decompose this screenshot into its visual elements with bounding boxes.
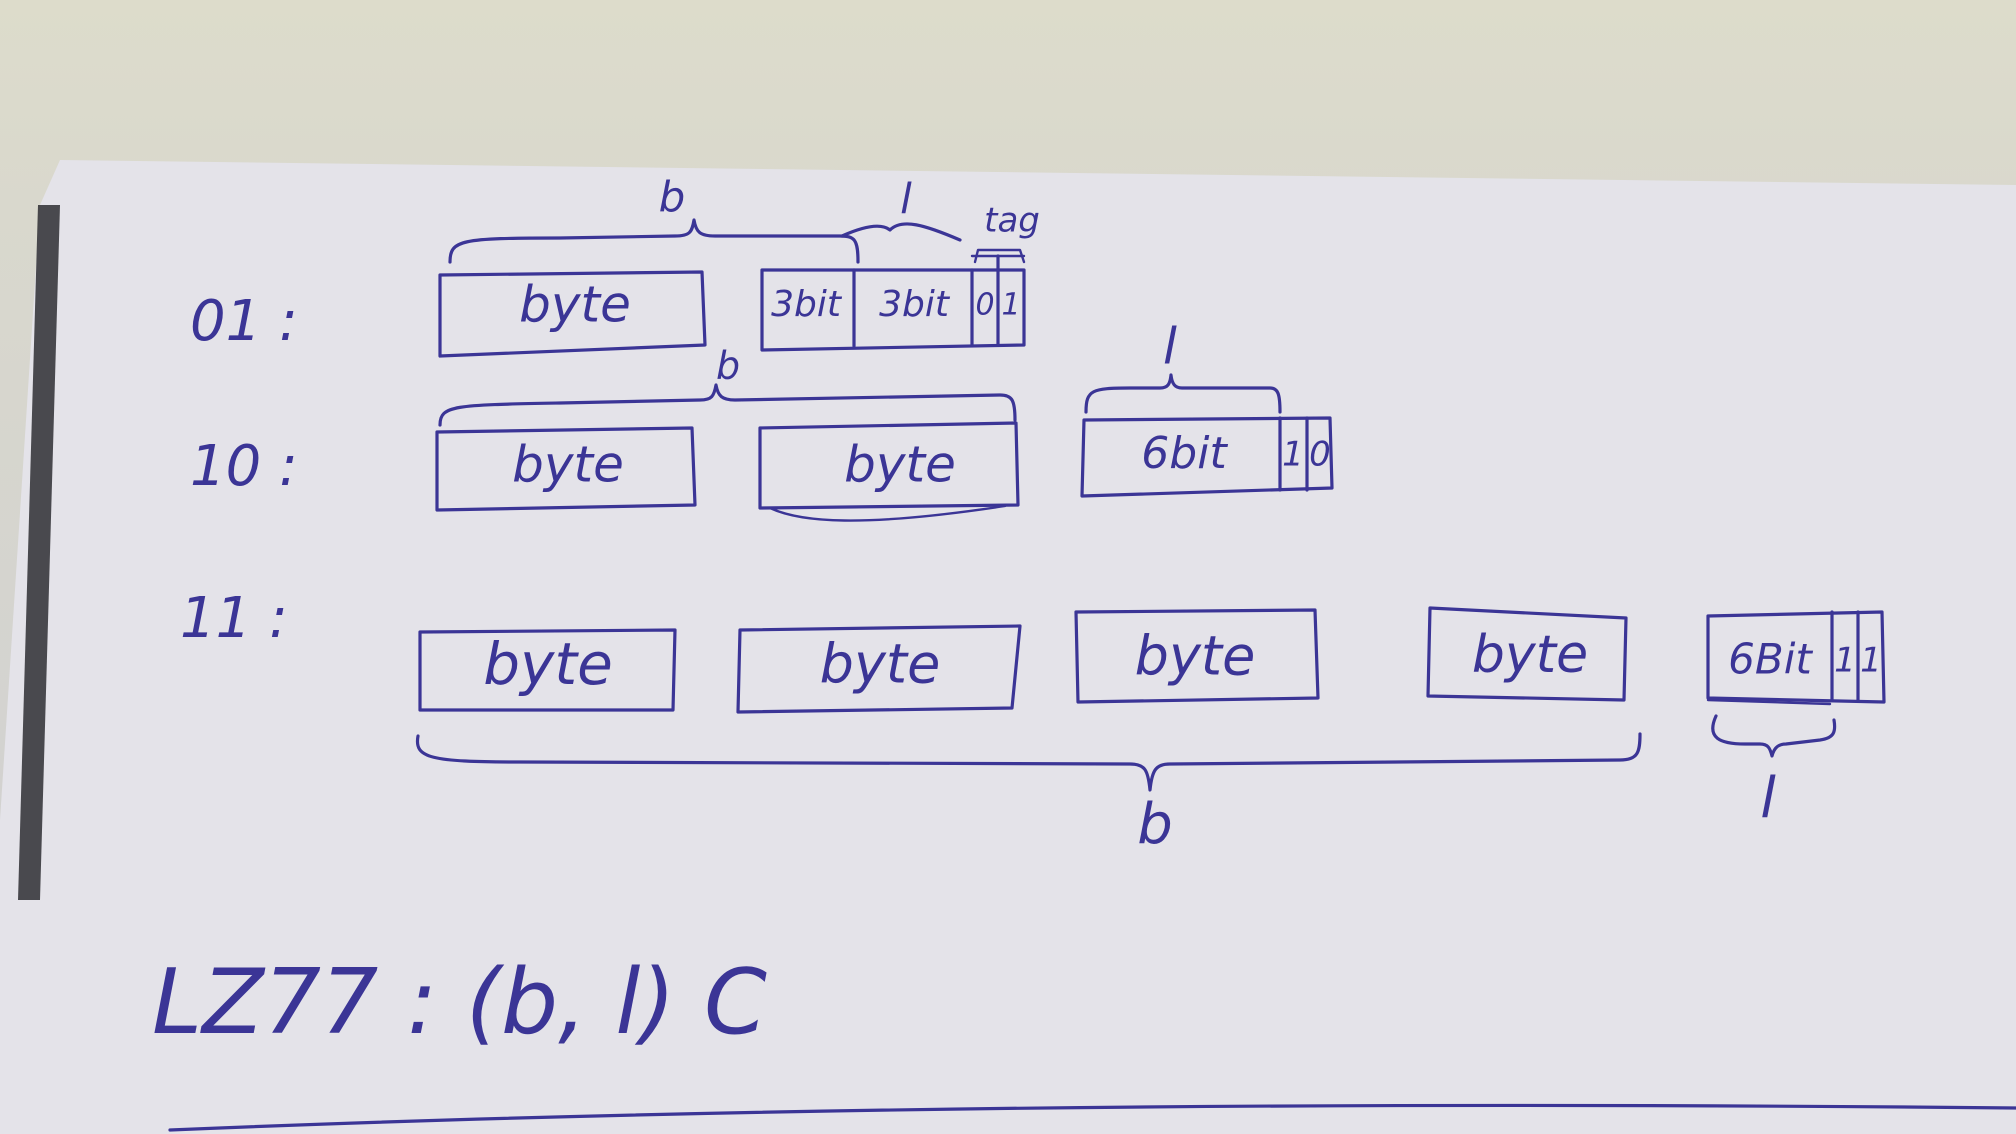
- row-11-byte-box-3: byte: [1074, 608, 1320, 704]
- row-11-brace-b-label: b: [1137, 792, 1173, 857]
- row-01-brace-tag: tag: [973, 201, 1040, 264]
- bottom-rule-line: [168, 1103, 2016, 1132]
- row-01-field-3bit-a: 3bit: [771, 284, 843, 325]
- row-11-byte-box-2: byte: [736, 624, 1022, 714]
- row-10-byte-label-1: byte: [512, 436, 624, 494]
- row-01-brace-l-label: l: [900, 175, 912, 224]
- row-11-byte-box-1: byte: [418, 628, 677, 712]
- row-10-brace-b: b: [438, 344, 1017, 427]
- row-10-bitfield: 6bit 1 0: [1080, 416, 1334, 498]
- row-01-field-tag-1: 1: [1001, 288, 1020, 323]
- row-10-byte-box-2: byte: [758, 421, 1020, 522]
- row-11-field-1a: 1: [1834, 641, 1856, 681]
- row-11-brace-l: l: [1711, 714, 1837, 831]
- row-01-byte-label: byte: [519, 276, 631, 334]
- row-01-byte-box: byte: [438, 270, 707, 358]
- row-11-byte-label-4: byte: [1472, 625, 1588, 685]
- row-01-brace-l: l: [840, 175, 962, 242]
- row-10-field-1: 1: [1282, 435, 1304, 475]
- row-01-brace-tag-label: tag: [984, 201, 1040, 241]
- row-label-11: 11 :: [180, 586, 288, 651]
- row-10-brace-b-label: b: [716, 344, 740, 388]
- lz77-formula: LZ77 : (b, l) C: [152, 950, 767, 1055]
- row-11-bitfield: 6Bit 1 1: [1706, 610, 1886, 706]
- paper-shadow: [18, 205, 60, 900]
- row-11-byte-label-2: byte: [820, 633, 941, 696]
- row-11-brace-l-label: l: [1760, 766, 1776, 831]
- row-01-field-tag-0: 0: [975, 288, 994, 323]
- row-11-brace-b: b: [415, 732, 1642, 857]
- row-10-field-6bit: 6bit: [1141, 428, 1228, 479]
- row-label-01: 01 :: [190, 289, 298, 354]
- row-11-byte-label-1: byte: [483, 630, 613, 698]
- row-10-brace-l: l: [1084, 318, 1282, 414]
- row-10-byte-box-1: byte: [435, 426, 697, 512]
- row-11-byte-label-3: byte: [1135, 625, 1256, 688]
- row-01-brace-b-label: b: [659, 173, 686, 222]
- row-11-field-6bit: 6Bit: [1728, 635, 1813, 684]
- row-11-field-1b: 1: [1860, 641, 1882, 681]
- row-01-field-3bit-b: 3bit: [879, 284, 951, 325]
- row-10-field-0: 0: [1309, 435, 1331, 475]
- row-11-byte-box-4: byte: [1426, 606, 1628, 702]
- row-label-10: 10 :: [190, 434, 298, 499]
- row-01-bitfield: 3bit 3bit 0 1: [760, 254, 1026, 352]
- row-10-byte-label-2: byte: [844, 436, 956, 494]
- row-01-brace-b: b: [448, 173, 860, 264]
- row-10-brace-l-label: l: [1163, 318, 1177, 376]
